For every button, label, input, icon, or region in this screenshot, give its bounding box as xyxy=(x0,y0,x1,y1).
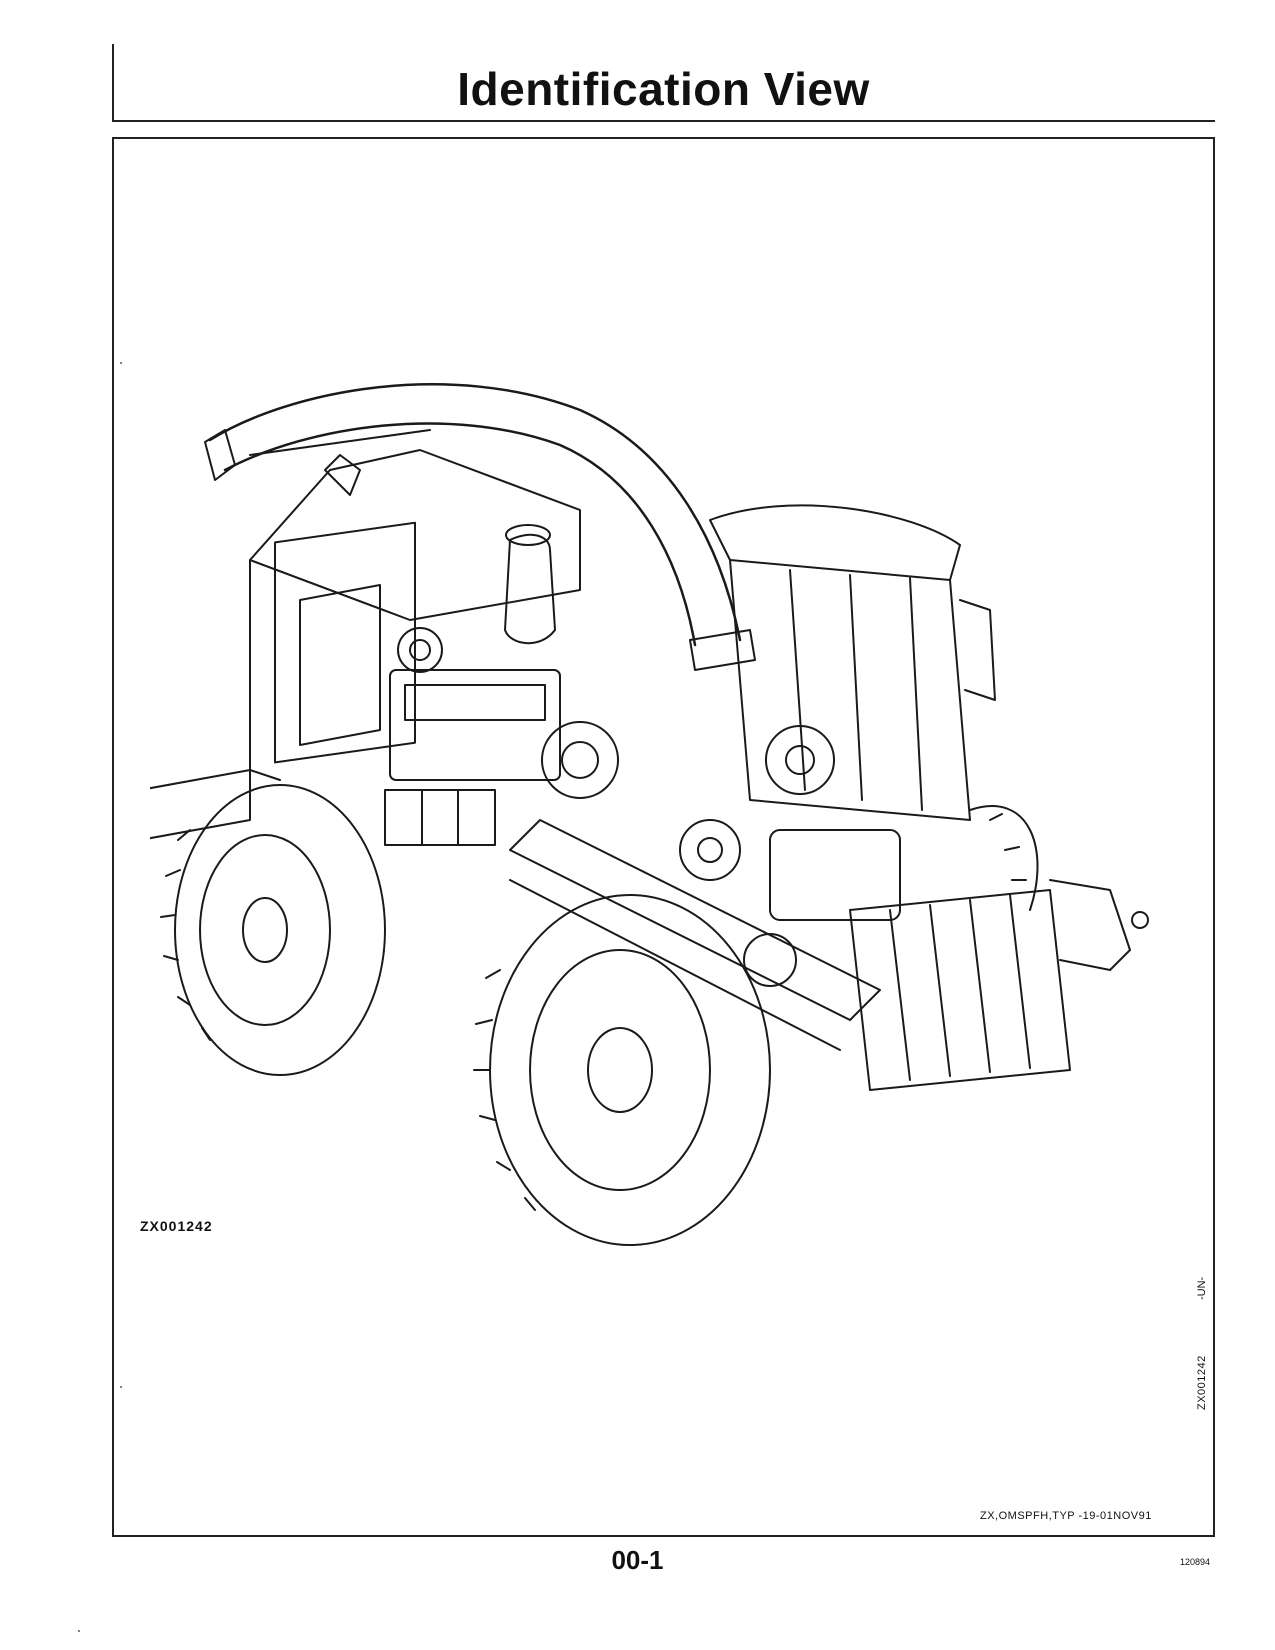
page-number: 00-1 xyxy=(611,1545,664,1575)
cutter-assembly xyxy=(509,725,1149,1091)
date-code: 120894 xyxy=(1180,1557,1211,1567)
title-rule xyxy=(112,120,1215,122)
figure-side-code: ZX001242 xyxy=(1196,1355,1208,1410)
scan-dot xyxy=(120,362,122,364)
scan-dot xyxy=(78,1630,80,1632)
harvester-illustration xyxy=(150,383,1149,1246)
engine xyxy=(384,524,619,846)
figure-id-label: ZX001242 xyxy=(140,1218,213,1234)
title-rule-left xyxy=(112,44,114,122)
figure-side-suffix: -UN- xyxy=(1196,1276,1208,1300)
document-reference: ZX,OMSPFH,TYP -19-01NOV91 xyxy=(980,1510,1152,1522)
figure-frame xyxy=(112,137,1215,1537)
front-wheel xyxy=(473,894,771,1246)
cab xyxy=(709,504,996,821)
far-wheel xyxy=(969,805,1039,911)
page-title: Identification View xyxy=(457,63,870,115)
rear-body xyxy=(150,449,581,840)
rear-wheel xyxy=(160,784,386,1076)
scan-dot xyxy=(120,1386,122,1388)
spout xyxy=(204,383,756,671)
